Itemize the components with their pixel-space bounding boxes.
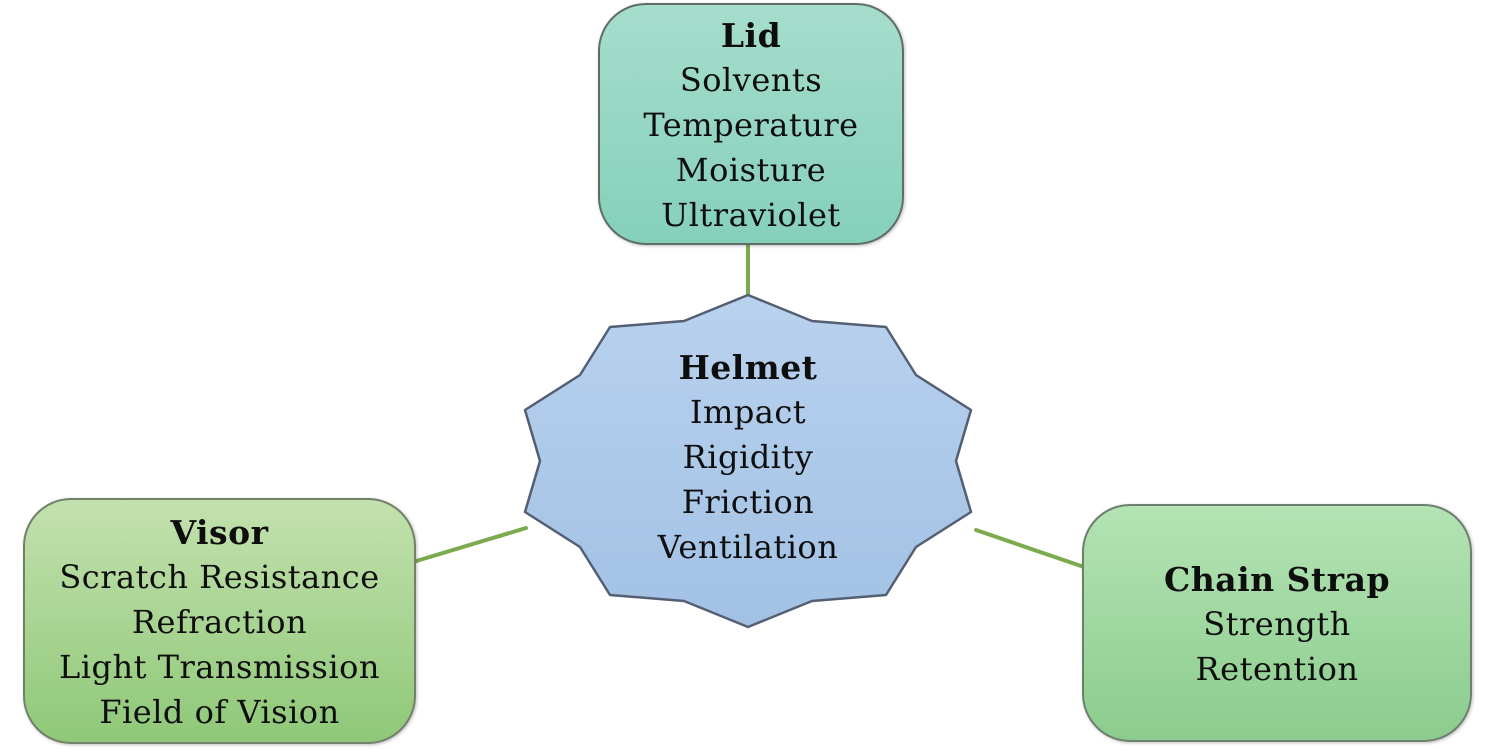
node-chain-strap: Chain Strap Strength Retention — [1082, 504, 1472, 742]
node-title: Visor — [170, 513, 269, 552]
node-item: Field of Vision — [99, 693, 340, 731]
node-item: Retention — [1195, 650, 1359, 688]
node-item: Ultraviolet — [661, 196, 841, 234]
node-item: Friction — [681, 483, 815, 521]
node-title: Lid — [720, 16, 782, 55]
node-title: Chain Strap — [1163, 560, 1391, 599]
node-item: Scratch Resistance — [59, 558, 380, 596]
connector-visor — [411, 526, 528, 564]
helmet-star-shape — [523, 293, 973, 629]
node-item: Rigidity — [682, 438, 814, 476]
node-item: Strength — [1203, 605, 1351, 643]
node-visor: Visor Scratch Resistance Refraction Ligh… — [23, 498, 416, 744]
node-item: Impact — [689, 393, 807, 431]
node-item: Light Transmission — [59, 648, 380, 686]
node-item: Ventilation — [657, 528, 839, 566]
node-lid: Lid Solvents Temperature Moisture Ultrav… — [598, 3, 904, 245]
node-item: Temperature — [643, 106, 859, 144]
node-item: Solvents — [679, 61, 823, 99]
center-node-helmet: Helmet Impact Rigidity Friction Ventilat… — [513, 345, 983, 570]
node-item: Refraction — [131, 603, 308, 641]
node-title: Helmet — [678, 348, 818, 387]
node-item: Moisture — [675, 151, 827, 189]
connector-chain-strap — [974, 528, 1086, 569]
